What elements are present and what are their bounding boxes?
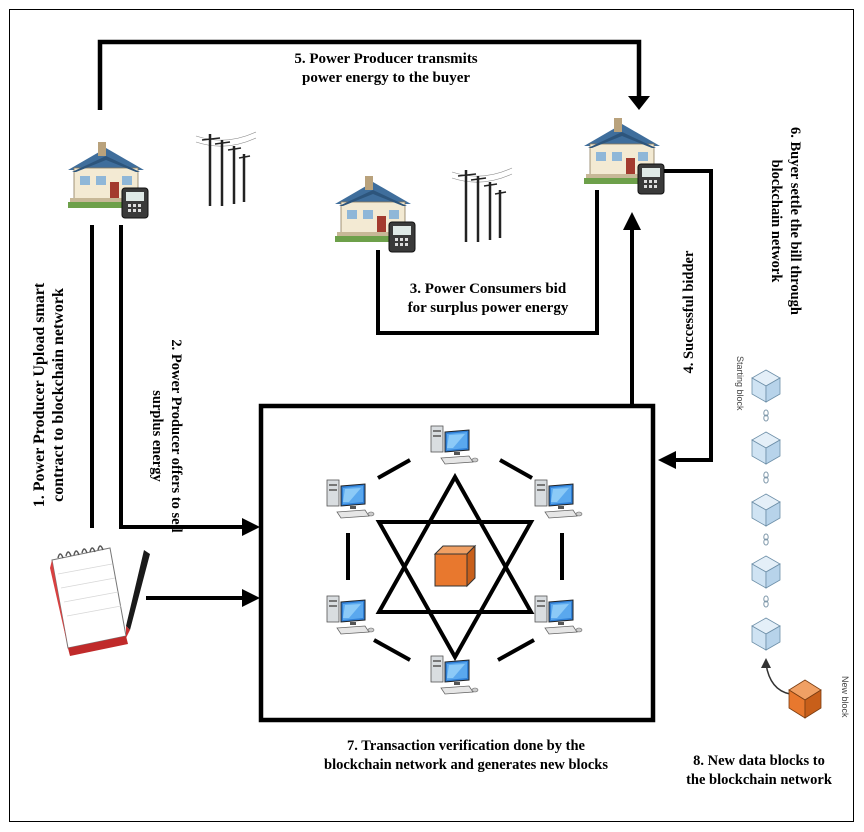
step8-line2: the blockchain network [686, 772, 832, 788]
step8-line1: 8. New data blocks to [693, 753, 825, 769]
new-block-label: New block [840, 676, 850, 718]
chain-link-icon [763, 471, 769, 484]
step5-line2: power energy to the buyer [301, 70, 471, 86]
diagram-frame [9, 9, 854, 822]
step5-label: 5. Power Producer transmits power energy… [236, 50, 536, 88]
chain-block-icon [751, 493, 781, 527]
producer-house-icon [67, 141, 149, 219]
buyer-house-icon [583, 117, 665, 195]
starting-block-label: Starting block [735, 356, 745, 411]
step3-line1: 3. Power Consumers bid [409, 281, 567, 297]
consumer-house-icon [334, 175, 416, 253]
step8-label: 8. New data blocks to the blockchain net… [664, 752, 854, 790]
notepad-pen-icon [50, 545, 150, 656]
arrow-settle-bill [658, 169, 713, 469]
step4-label: 4. Successful bidder [680, 232, 699, 392]
arrow-network-to-buyer [623, 212, 641, 404]
power-pole-icon [194, 130, 258, 208]
arrow-offer-to-network [119, 225, 260, 536]
step3-label: 3. Power Consumers bid for surplus power… [382, 280, 594, 318]
step6-line1: 6. Buyer settle the bill through [787, 127, 803, 315]
step7-line1: 7. Transaction verification done by the [347, 738, 585, 754]
step6-line2: blockchain network [768, 159, 784, 283]
step5-line1: 5. Power Producer transmits [294, 51, 478, 67]
center-block-icon [433, 544, 477, 588]
chain-block-icon [751, 369, 781, 403]
step2-line2: surplus energy [149, 390, 165, 482]
chain-block-icon [751, 431, 781, 465]
step1-line1: 1. Power Producer Upload smart [31, 282, 48, 508]
network-links [346, 458, 564, 662]
network-star [375, 472, 535, 662]
chain-link-icon [763, 533, 769, 546]
step4-text: 4. Successful bidder [681, 250, 697, 374]
step1-label: 1. Power Producer Upload smart contract … [30, 230, 68, 560]
new-block-arrow [765, 663, 791, 695]
step7-line2: blockchain network and generates new blo… [324, 757, 608, 773]
new-block-icon [788, 679, 822, 719]
step2-label: 2. Power Producer offers to sell surplus… [147, 304, 185, 568]
arrow-contract-to-network [146, 589, 260, 607]
step3-line2: for surplus power energy [407, 300, 569, 316]
new-block-arrowhead [761, 658, 771, 668]
step1-line2: contract to blockchain network [50, 288, 67, 502]
arrow-producer-to-buyer [97, 39, 650, 110]
chain-block-icon [751, 617, 781, 651]
chain-link-icon [763, 595, 769, 608]
chain-block-icon [751, 555, 781, 589]
bid-bracket [376, 190, 599, 335]
chain-link-icon [763, 409, 769, 422]
power-pole-icon [450, 166, 514, 244]
step7-label: 7. Transaction verification done by the … [276, 737, 656, 775]
step6-label: 6. Buyer settle the bill through blockch… [766, 96, 804, 346]
step2-line1: 2. Power Producer offers to sell [168, 339, 184, 533]
